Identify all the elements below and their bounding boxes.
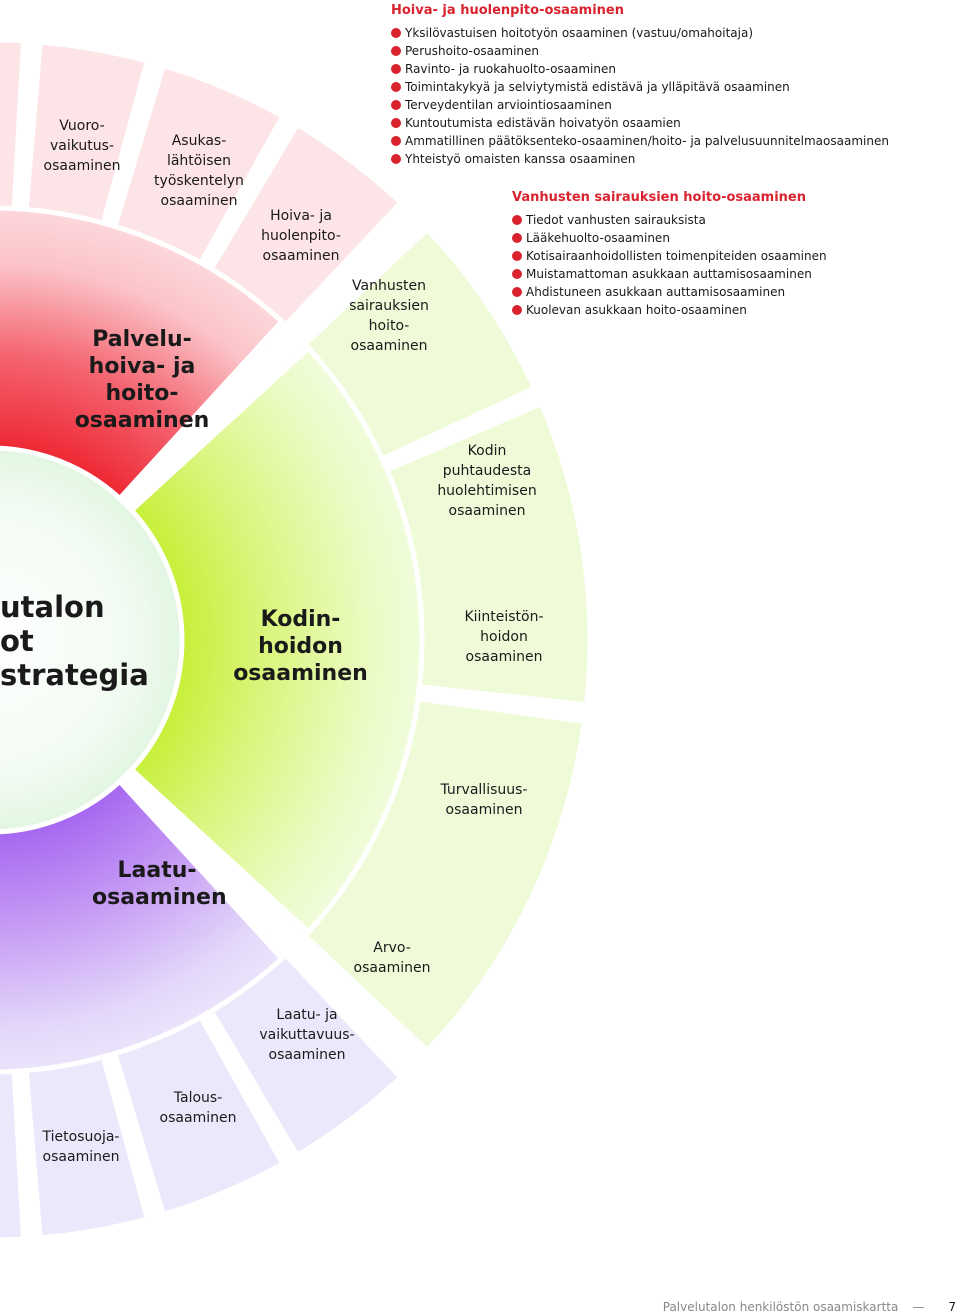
center-disc [0, 445, 185, 835]
segment-talous: Talous- osaaminen [159, 1090, 237, 1126]
bullet-dot-icon [391, 46, 401, 56]
vanhus-list-item-text: Kuolevan asukkaan hoito-osaaminen [526, 303, 747, 317]
vanhus-list-item-text: Ahdistuneen asukkaan auttamisosaaminen [526, 285, 786, 299]
bullet-dot-icon [391, 28, 401, 38]
bullet-dot-icon [512, 287, 522, 297]
bullet-dot-icon [391, 154, 401, 164]
hoiva-list-item: Ammatillinen päätöksenteko-osaaminen/hoi… [391, 132, 889, 150]
bullet-dot-icon [512, 251, 522, 261]
hoiva-list-item-text: Perushoito-osaaminen [405, 44, 540, 58]
bullet-dot-icon [512, 233, 522, 243]
hoiva-list-item: Kuntoutumista edistävän hoivatyön osaami… [391, 114, 889, 132]
vanhus-list-item-text: Muistamattoman asukkaan auttamisosaamine… [526, 267, 812, 281]
segment-kiinteistonhoito: Kiinteistön- hoidon osaaminen [464, 609, 544, 665]
hoiva-list-item: Yksilövastuisen hoitotyön osaaminen (vas… [391, 24, 889, 42]
footer-dash: — [912, 1300, 925, 1314]
vanhus-list-item: Tiedot vanhusten sairauksista [512, 211, 827, 229]
segment-hoiva-huolenpito: Hoiva- ja huolenpito- osaaminen [261, 208, 341, 264]
vanhus-list-item-text: Kotisairaanhoidollisten toimenpiteiden o… [526, 249, 827, 263]
hoiva-list-item-text: Toimintakykyä ja selviytymistä edistävä … [405, 80, 790, 94]
bullet-dot-icon [391, 118, 401, 128]
vanhus-list-item: Muistamattoman asukkaan auttamisosaamine… [512, 265, 827, 283]
center-line-2: ot [0, 624, 34, 658]
hoiva-list-item-text: Yhteistyö omaisten kanssa osaaminen [405, 152, 636, 166]
bullet-dot-icon [512, 269, 522, 279]
segment-asukaslahtoinen: Asukas- lähtöisen työskentelyn osaaminen [154, 133, 244, 209]
segment-arvo: Arvo- osaaminen [353, 940, 431, 976]
hoiva-list-item: Ravinto- ja ruokahuolto-osaaminen [391, 60, 889, 78]
vanhus-detail-list: Vanhusten sairauksien hoito-osaaminen Ti… [512, 190, 827, 319]
hoiva-list-item: Toimintakykyä ja selviytymistä edistävä … [391, 78, 889, 96]
hoiva-detail-list: Hoiva- ja huolenpito-osaaminen Yksilövas… [391, 3, 889, 168]
hoiva-list-item: Perushoito-osaaminen [391, 42, 889, 60]
segment-vanhusten-sairaudet: Vanhusten sairauksien hoito- osaaminen [349, 278, 429, 354]
segment-turvallisuus: Turvallisuus- osaaminen [440, 782, 528, 818]
segment-vuorovaikutus: Vuoro- vaikutus- osaaminen [43, 118, 121, 174]
segment-kodin-puhtaus: Kodin puhtaudesta huolehtimisen osaamine… [437, 443, 537, 519]
hoiva-list-item-text: Ammatillinen päätöksenteko-osaaminen/hoi… [405, 134, 889, 148]
center-line-1: utalon [0, 590, 105, 624]
hoiva-list-item-text: Terveydentilan arviointiosaaminen [405, 98, 612, 112]
hoiva-list-item-text: Ravinto- ja ruokahuolto-osaaminen [405, 62, 616, 76]
koti-main-label: Kodin- hoidon osaaminen [233, 607, 368, 686]
bullet-dot-icon [512, 215, 522, 225]
vanhus-list-heading: Vanhusten sairauksien hoito-osaaminen [512, 190, 807, 205]
vanhus-list-item-text: Lääkehuolto-osaaminen [526, 231, 670, 245]
center-line-3: strategia [0, 658, 149, 692]
bullet-dot-icon [391, 82, 401, 92]
page-number: 7 [948, 1300, 956, 1314]
bullet-dot-icon [391, 136, 401, 146]
vanhus-list-item-text: Tiedot vanhusten sairauksista [526, 213, 706, 227]
vanhus-list-item: Ahdistuneen asukkaan auttamisosaaminen [512, 283, 827, 301]
laatu-main-label: Laatu- osaaminen [92, 858, 227, 910]
page-footer: Palvelutalon henkilöstön osaamiskartta — 7 [663, 1300, 956, 1314]
bullet-dot-icon [391, 64, 401, 74]
footer-title: Palvelutalon henkilöstön osaamiskartta [662, 1300, 899, 1314]
hoiva-list-heading: Hoiva- ja huolenpito-osaaminen [391, 3, 625, 18]
hoiva-list-item: Yhteistyö omaisten kanssa osaaminen [391, 150, 889, 168]
palvelu-main-label: Palvelu- hoiva- ja hoito- osaaminen [74, 327, 210, 433]
segment-laatu-vaikuttavuus: Laatu- ja vaikuttavuus- osaaminen [259, 1007, 355, 1063]
bullet-dot-icon [391, 100, 401, 110]
vanhus-list-item: Lääkehuolto-osaaminen [512, 229, 827, 247]
hoiva-list-item: Terveydentilan arviointiosaaminen [391, 96, 889, 114]
center-strategy-label: utalon ot strategia [0, 590, 149, 692]
segment-tietosuoja: Tietosuoja- osaaminen [42, 1129, 120, 1165]
vanhus-list-item: Kotisairaanhoidollisten toimenpiteiden o… [512, 247, 827, 265]
bullet-dot-icon [512, 305, 522, 315]
hoiva-list-item-text: Kuntoutumista edistävän hoivatyön osaami… [405, 116, 681, 130]
hoiva-list-item-text: Yksilövastuisen hoitotyön osaaminen (vas… [405, 26, 754, 40]
vanhus-list-item: Kuolevan asukkaan hoito-osaaminen [512, 301, 827, 319]
